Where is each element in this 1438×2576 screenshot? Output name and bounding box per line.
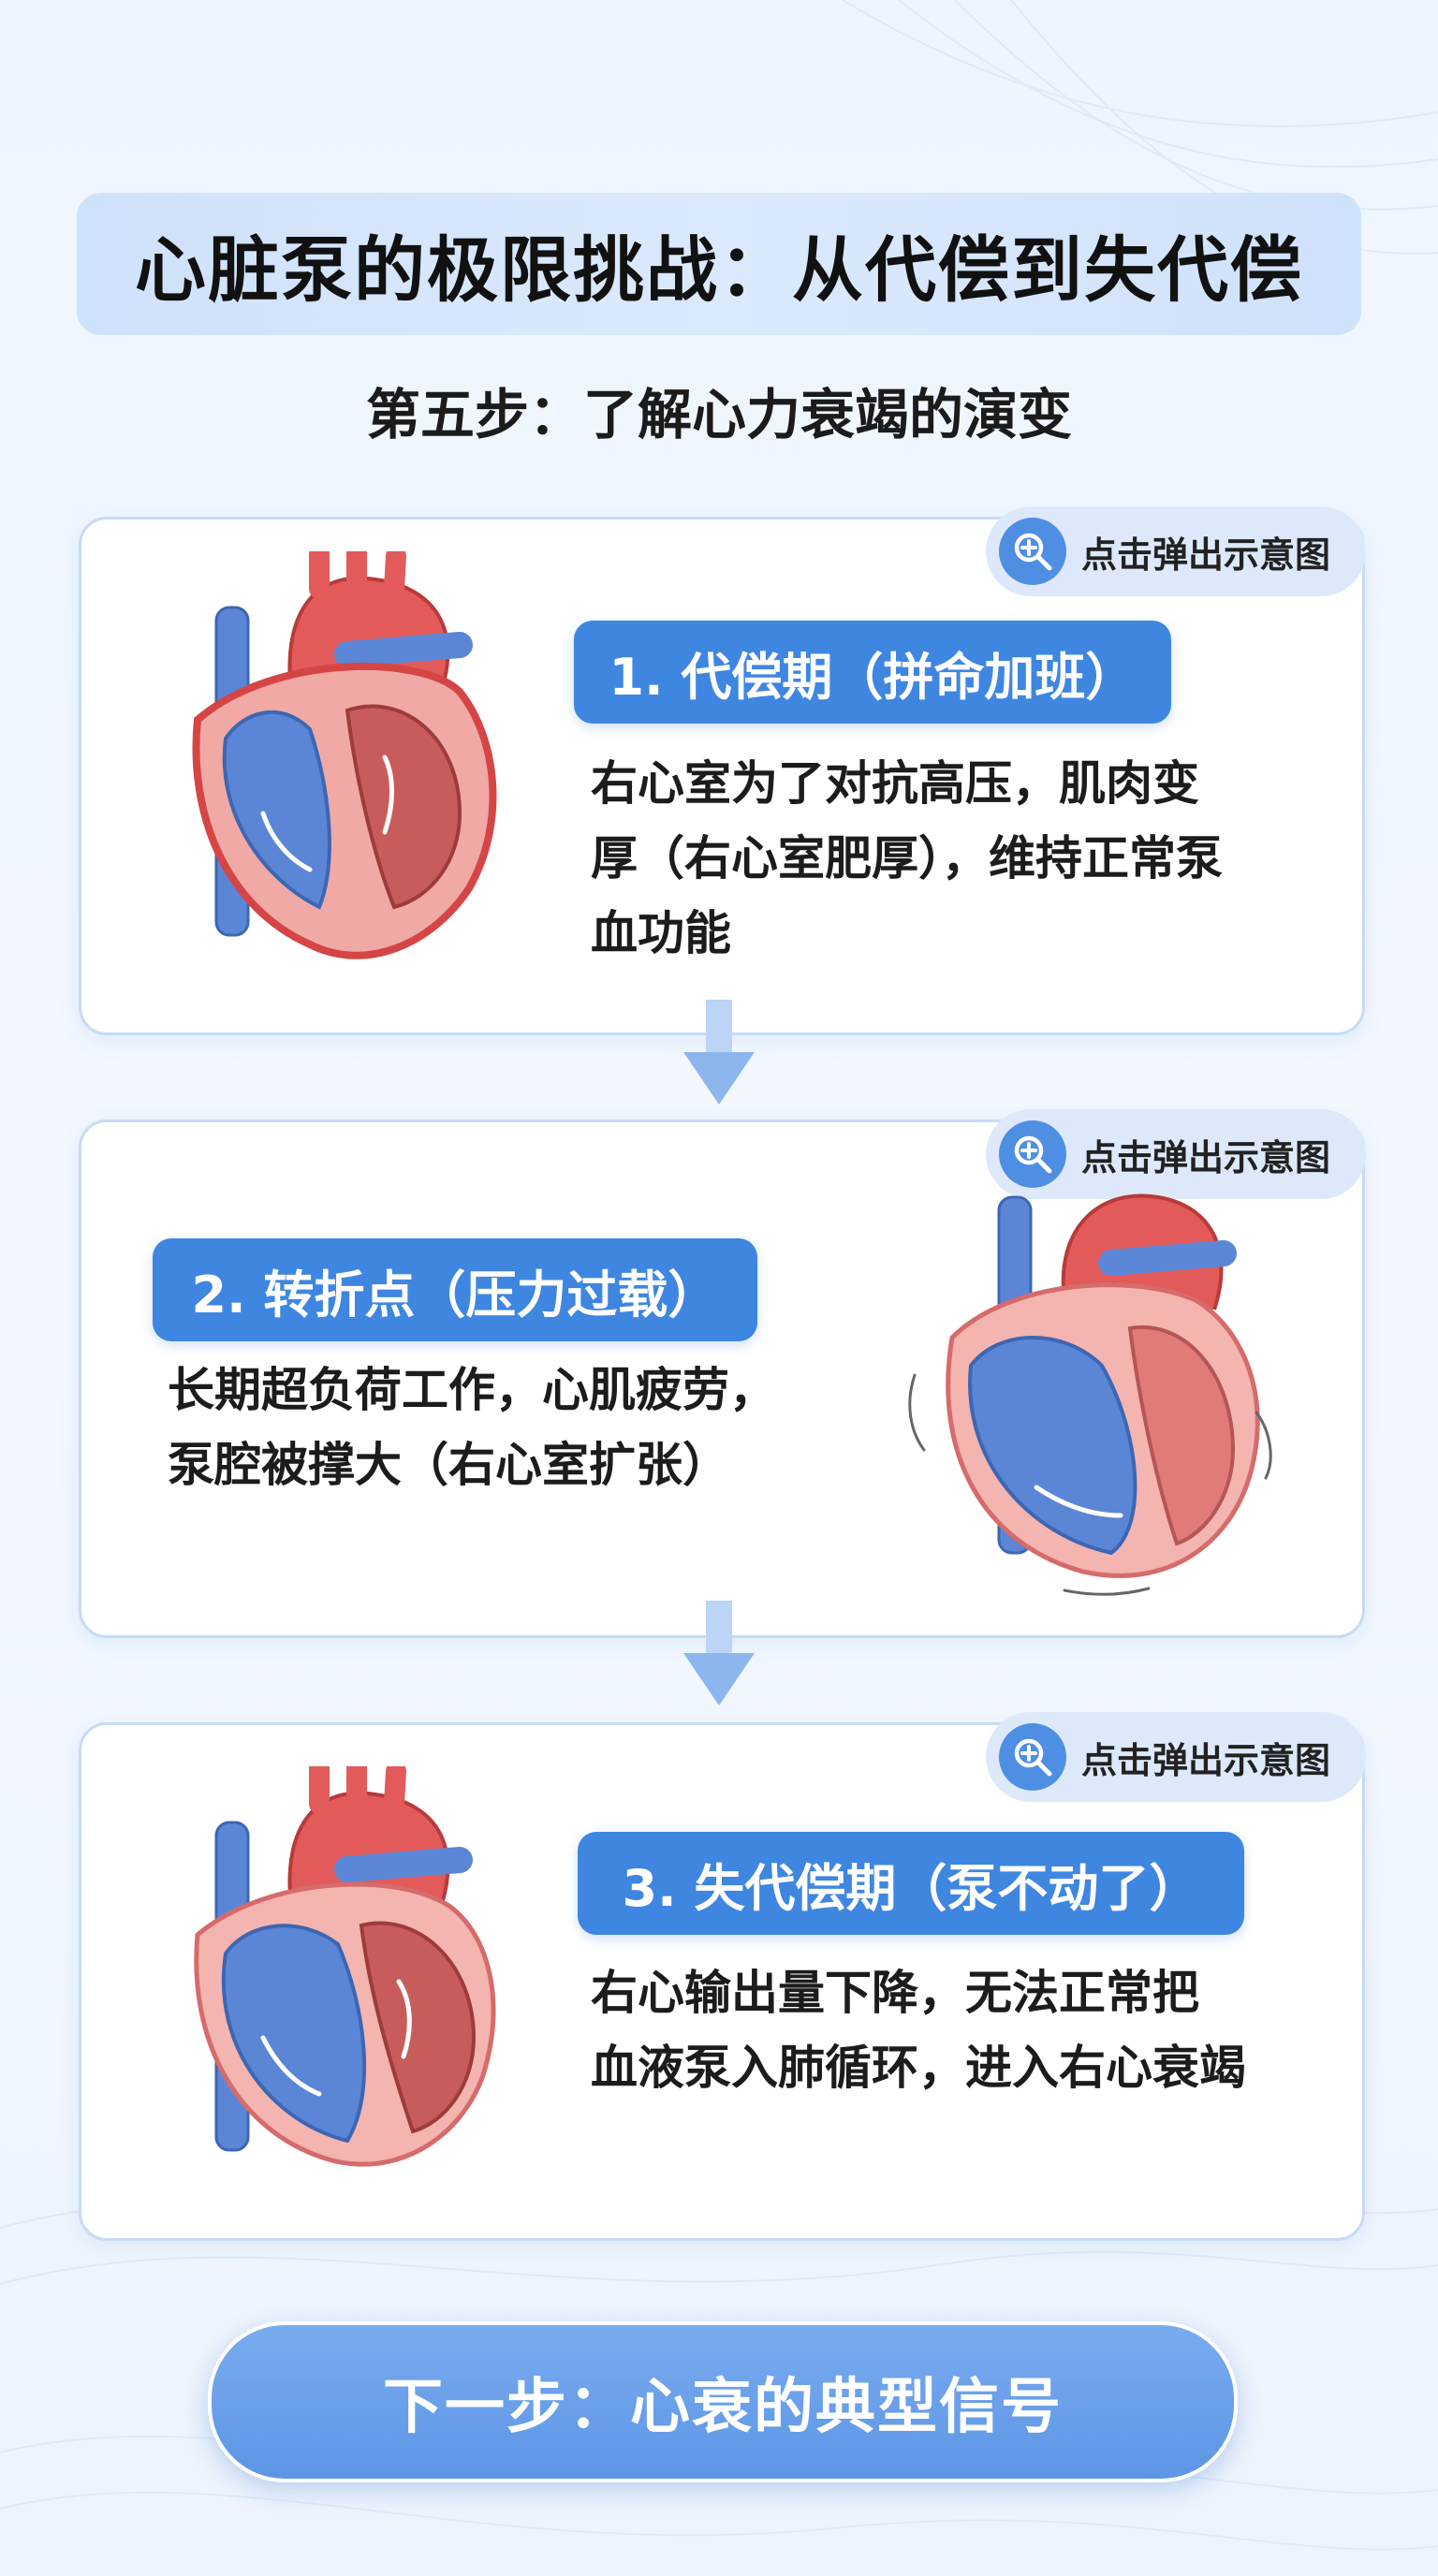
stage-1-description: 右心室为了对抗高压，肌肉变 厚（右心室肥厚），维持正常泵 血功能	[591, 746, 1340, 971]
page-title: 心脏泵的极限挑战：从代偿到失代偿	[135, 228, 1303, 312]
stage-3-description: 右心输出量下降，无法正常把 血液泵入肺循环，进入右心衰竭	[591, 1955, 1358, 2105]
show-diagram-button[interactable]: 点击弹出示意图	[986, 1712, 1366, 1802]
heart-dilated-illustration	[908, 1193, 1272, 1596]
show-diagram-button[interactable]: 点击弹出示意图	[986, 1109, 1366, 1199]
heart-failing-illustration	[194, 1766, 496, 2167]
title-banner: 心脏泵的极限挑战：从代偿到失代偿	[77, 193, 1361, 335]
stage-1-line-2: 厚（右心室肥厚），维持正常泵	[591, 831, 1223, 886]
stage-1-label: 1. 代偿期（拼命加班）	[574, 621, 1171, 724]
heart-thickened-illustration	[192, 551, 497, 959]
show-diagram-label: 点击弹出示意图	[1081, 534, 1331, 576]
stage-card-decompensation: 点击弹出示意图 3. 失代偿期（泵不动了） 右心输出量下降，无法正常把 血液泵入…	[79, 1712, 1366, 2241]
stage-3-line-1: 右心输出量下降，无法正常把	[591, 1966, 1199, 2020]
next-step-button[interactable]: 下一步：心衰的典型信号	[208, 2321, 1238, 2482]
show-diagram-button[interactable]: 点击弹出示意图	[986, 506, 1366, 596]
zoom-in-icon	[999, 518, 1066, 585]
stage-2-description: 长期超负荷工作，心肌疲劳， 泵腔被撑大（右心室扩张）	[168, 1353, 898, 1502]
arrow-down-icon	[683, 1000, 755, 1105]
arrow-down-icon	[683, 1601, 755, 1705]
stage-2-label: 2. 转折点（压力过载）	[153, 1238, 757, 1341]
stage-2-line-2: 泵腔被撑大（右心室扩张）	[168, 1438, 729, 1492]
stage-2-line-1: 长期超负荷工作，心肌疲劳，	[168, 1363, 776, 1417]
stage-3-label: 3. 失代偿期（泵不动了）	[578, 1832, 1244, 1935]
show-diagram-label: 点击弹出示意图	[1081, 1136, 1331, 1178]
stage-card-compensation: 点击弹出示意图 1. 代偿期（拼命加班） 右心室为了对抗高压，肌肉变 厚（右心室…	[79, 506, 1366, 1035]
stage-card-turning-point: 点击弹出示意图 2. 转折点（压力过载） 长期超负荷工作，心肌疲劳， 泵腔被撑大…	[79, 1109, 1366, 1638]
zoom-in-icon	[999, 1120, 1066, 1188]
show-diagram-label: 点击弹出示意图	[1081, 1739, 1331, 1781]
zoom-in-icon	[999, 1723, 1066, 1791]
page-subtitle: 第五步：了解心力衰竭的演变	[365, 383, 1072, 446]
stage-1-line-3: 血功能	[591, 906, 731, 960]
stage-1-line-1: 右心室为了对抗高压，肌肉变	[591, 756, 1199, 811]
stage-3-line-2: 血液泵入肺循环，进入右心衰竭	[591, 2041, 1246, 2095]
